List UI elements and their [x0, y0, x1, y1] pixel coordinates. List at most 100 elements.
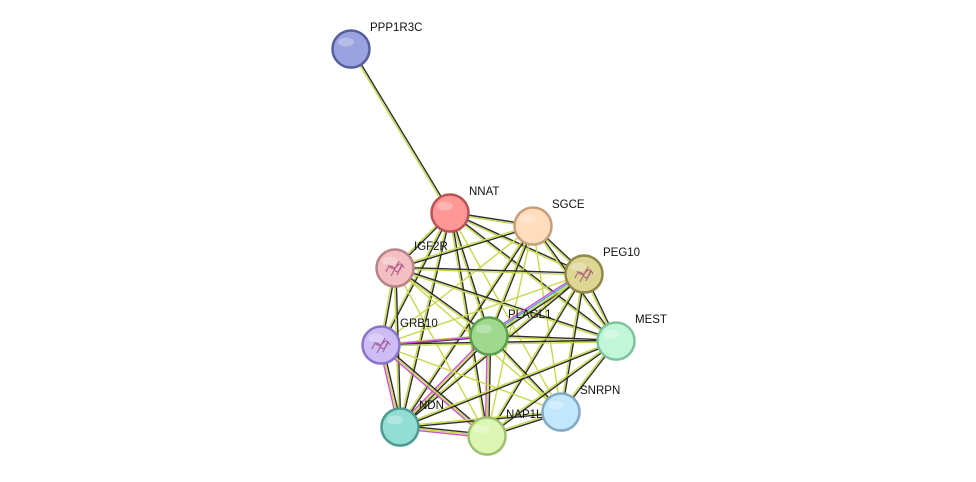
node-label-sgce: SGCE [552, 199, 585, 211]
edge-sgce-igf2r[interactable] [394, 224, 534, 270]
edge-evidence-line [398, 334, 489, 427]
edge-evidence-line [394, 268, 584, 276]
edge-evidence-line [487, 341, 617, 438]
node-peg10[interactable]: PEG10 [564, 247, 641, 294]
protein-structure-icon [385, 260, 405, 277]
edge-evidence-line [448, 213, 489, 337]
edge-evidence-line [449, 213, 616, 343]
node-label-nnat: NNAT [469, 186, 499, 198]
edge-evidence-line [351, 48, 452, 213]
edge-evidence-line [394, 267, 488, 437]
node-sgce[interactable]: SGCE [513, 199, 585, 246]
node-label-grb10: GRB10 [400, 318, 438, 330]
node-plagl1[interactable]: PLAGL1 [469, 309, 552, 356]
edge-mest-nap1l[interactable] [486, 339, 617, 438]
node-gloss [338, 37, 354, 47]
edge-ppp1r3c-nnat[interactable] [349, 48, 452, 214]
edge-igf2r-nap1l[interactable] [394, 267, 488, 437]
edge-nnat-mest[interactable] [449, 211, 617, 343]
edge-evidence-line [399, 335, 490, 428]
edge-evidence-line [450, 211, 617, 341]
node-gloss [476, 324, 492, 334]
node-label-peg10: PEG10 [603, 247, 640, 259]
node-label-nap1l: NAP1L [506, 409, 543, 421]
node-grb10[interactable]: GRB10 [361, 318, 438, 365]
edge-evidence-line [489, 226, 535, 337]
node-circle[interactable] [469, 316, 509, 356]
node-gloss [382, 256, 398, 266]
node-gloss [548, 400, 564, 410]
protein-structure-icon [371, 337, 391, 354]
edge-evidence-line [398, 225, 533, 427]
node-circle[interactable] [541, 392, 581, 432]
node-gloss [603, 329, 619, 339]
node-snrpn[interactable]: SNRPN [541, 385, 621, 432]
edge-evidence-line [380, 273, 585, 346]
edge-sgce-ndn[interactable] [398, 225, 535, 428]
edge-evidence-line [395, 226, 534, 270]
node-nap1l[interactable]: NAP1L [467, 409, 544, 456]
edge-evidence-line [486, 339, 616, 436]
node-mest[interactable]: MEST [596, 314, 667, 361]
edge-evidence-line [400, 213, 452, 428]
edge-evidence-line [379, 212, 450, 345]
edge-evidence-line [450, 211, 585, 274]
edge-sgce-plagl1[interactable] [487, 225, 535, 337]
edge-grb10-snrpn[interactable] [380, 344, 562, 413]
edge-sgce-grb10[interactable] [380, 225, 534, 346]
edge-evidence-line [381, 213, 452, 346]
edge-evidence-line [380, 344, 562, 413]
protein-structure-icon [574, 266, 594, 283]
node-label-ndn: NDN [419, 400, 444, 412]
node-gloss [520, 214, 536, 224]
node-nnat[interactable]: NNAT [430, 186, 500, 233]
edge-evidence-line [400, 226, 535, 428]
edge-layer [349, 48, 618, 439]
node-gloss [368, 333, 384, 343]
edge-evidence-line [395, 266, 585, 274]
node-circle[interactable] [467, 416, 507, 456]
node-label-ppp1r3c: PPP1R3C [370, 22, 422, 34]
node-circle[interactable] [513, 206, 553, 246]
edge-plagl1-ndn[interactable] [398, 334, 491, 429]
node-label-igf2r: IGF2R [414, 241, 448, 253]
edge-evidence-line [395, 266, 617, 341]
node-circle[interactable] [430, 193, 470, 233]
node-circle[interactable] [331, 29, 371, 69]
edge-evidence-line [398, 212, 450, 427]
edge-evidence-line [489, 334, 617, 341]
node-ppp1r3c[interactable]: PPP1R3C [331, 22, 423, 69]
node-label-snrpn: SNRPN [580, 385, 620, 397]
edge-evidence-line [486, 225, 534, 437]
edge-igf2r-peg10[interactable] [394, 266, 585, 276]
edge-evidence-line [380, 225, 534, 346]
node-circle[interactable] [380, 407, 420, 447]
node-gloss [571, 262, 587, 272]
node-label-plagl1: PLAGL1 [508, 309, 551, 321]
node-gloss [437, 201, 453, 211]
edge-nnat-ndn[interactable] [398, 212, 452, 428]
node-circle[interactable] [596, 321, 636, 361]
edge-evidence-line [394, 224, 533, 268]
edge-evidence-line [400, 341, 617, 429]
node-igf2r[interactable]: IGF2R [375, 241, 448, 288]
edge-igf2r-mest[interactable] [394, 266, 617, 343]
edge-evidence-line [394, 268, 616, 343]
edge-peg10-grb10[interactable] [380, 273, 585, 346]
edge-evidence-line [399, 339, 616, 427]
edge-evidence-line [487, 274, 586, 437]
node-label-mest: MEST [635, 314, 667, 326]
edge-evidence-line [349, 49, 450, 214]
edge-peg10-nap1l[interactable] [485, 273, 586, 437]
node-ndn[interactable]: NDN [380, 400, 444, 447]
edge-evidence-line [487, 225, 533, 336]
edge-sgce-nap1l[interactable] [486, 225, 534, 437]
edge-evidence-line [400, 336, 491, 429]
edge-nnat-grb10[interactable] [379, 212, 452, 346]
edge-mest-ndn[interactable] [399, 339, 617, 429]
node-gloss [387, 415, 403, 425]
edge-evidence-line [485, 273, 584, 436]
node-gloss [474, 424, 490, 434]
